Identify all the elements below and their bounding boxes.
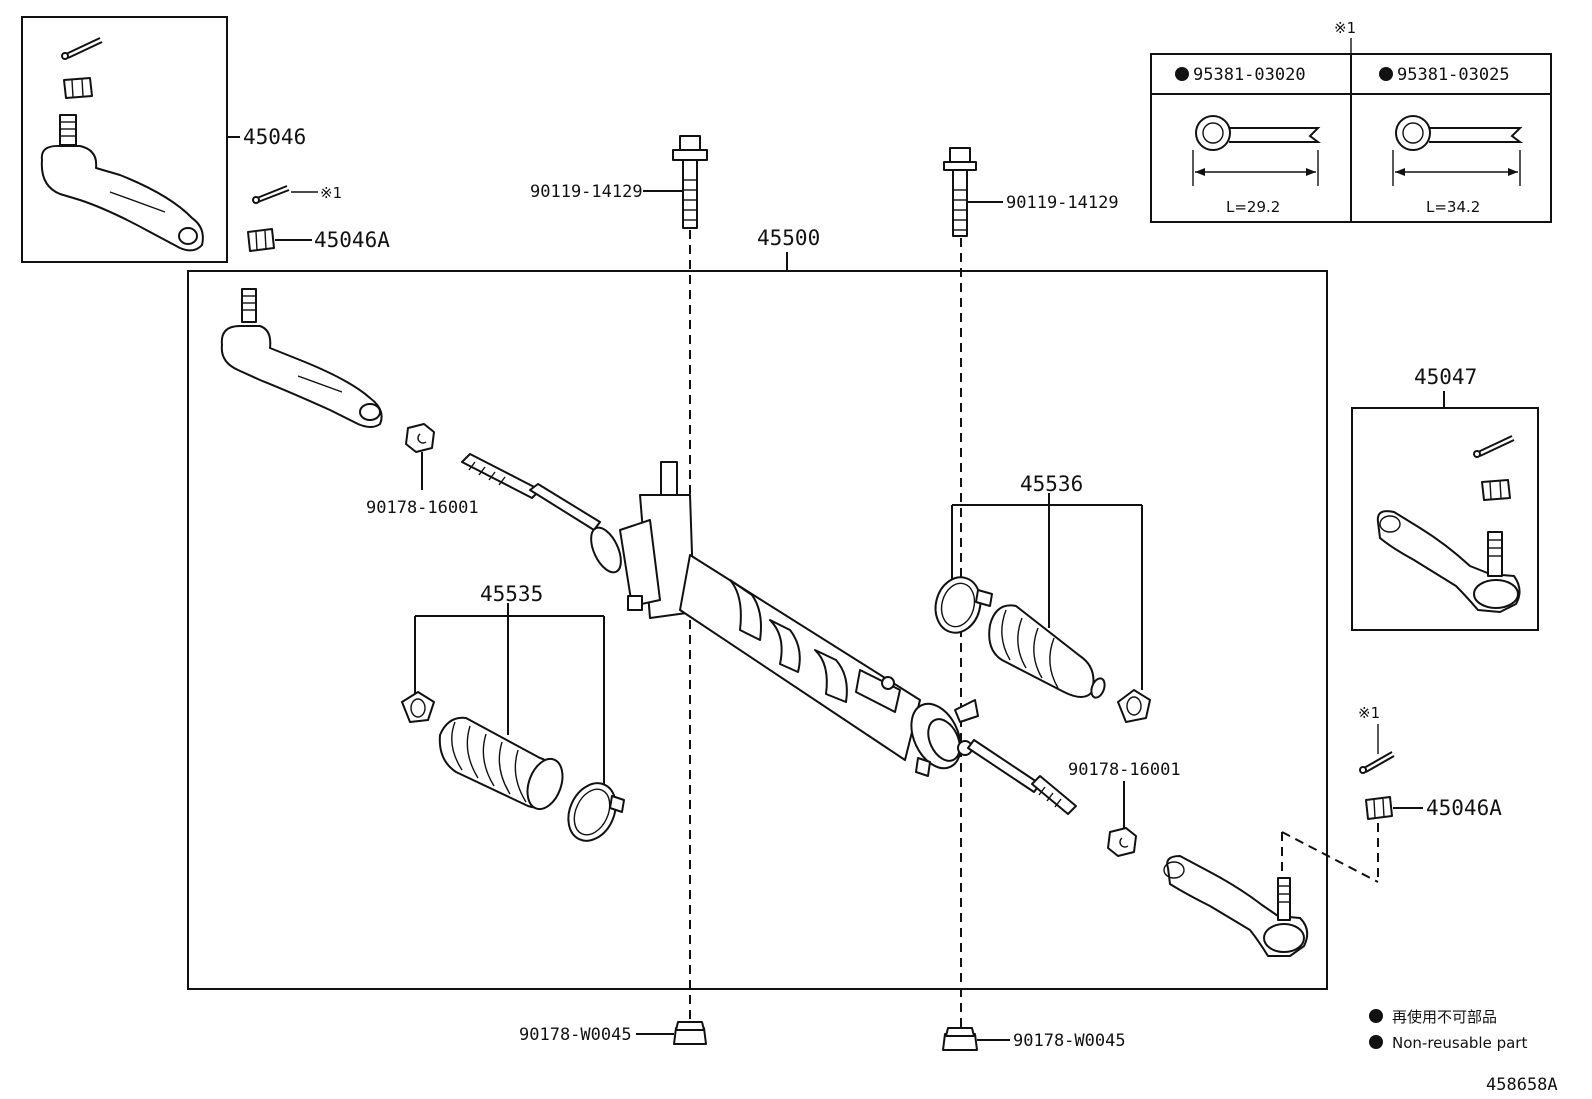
inset-tie-rod-end-rh — [1351, 407, 1539, 631]
label-mount-nut-right: 90178-W0045 — [1013, 1031, 1126, 1051]
label-mount-nut-left: 90178-W0045 — [519, 1025, 632, 1045]
legend-en: Non-reusable part — [1392, 1034, 1527, 1052]
tie-rod-end-icon — [40, 114, 204, 252]
label-45047: 45047 — [1414, 365, 1477, 389]
hex-nut-right-icon — [1107, 827, 1137, 857]
table-mark: ※1 — [1334, 19, 1356, 37]
table-part-1: 95381-03020 — [1193, 65, 1306, 85]
bolt-left-icon — [672, 135, 708, 229]
label-45536: 45536 — [1020, 472, 1083, 496]
cotter-pin-rh-icon — [1473, 435, 1515, 458]
label-nut-right: 90178-16001 — [1068, 760, 1181, 780]
label-bolt-left: 90119-14129 — [530, 182, 643, 202]
inner-tie-rod-right-icon — [967, 739, 1077, 815]
cotter-pin-upper — [252, 185, 318, 204]
label-45046A-lower: 45046A — [1426, 796, 1502, 820]
legend-jp: 再使用不可部品 — [1392, 1008, 1497, 1026]
tie-rod-end-left-icon — [220, 288, 383, 428]
hex-nut-left-icon — [405, 423, 435, 453]
cotter-table: 95381-03020 95381-03025 L=29.2 L=34.2 — [1150, 53, 1552, 223]
inner-tie-rod-left-icon — [461, 453, 601, 531]
label-45046A-upper: 45046A — [314, 228, 390, 252]
cotter-pin-29-icon — [1192, 115, 1321, 186]
label-45535: 45535 — [480, 582, 543, 606]
flange-nut-right-icon — [942, 1027, 978, 1051]
label-bolt-right: 90119-14129 — [1006, 193, 1119, 213]
castle-nut-rh-icon — [1481, 479, 1511, 501]
diagram-code: 458658A — [1486, 1075, 1558, 1095]
rack-housing-icon — [590, 461, 979, 777]
tie-rod-end-right-icon — [1163, 855, 1309, 957]
non-reusable-dot-icon — [1175, 67, 1189, 81]
non-reusable-dot-icon — [1379, 67, 1393, 81]
inset-tie-rod-end-lh — [21, 16, 240, 263]
mark-cotter-upper: ※1 — [320, 184, 342, 202]
boot-right-group — [934, 493, 1151, 723]
table-length-1: L=29.2 — [1226, 198, 1280, 216]
bolt-right-icon — [943, 147, 977, 237]
non-reusable-dot-icon — [1369, 1009, 1383, 1023]
rack-assembly-box — [187, 270, 1328, 990]
label-45046: 45046 — [243, 125, 306, 149]
legend: 再使用不可部品 Non-reusable part — [1369, 1008, 1527, 1052]
tie-rod-end-rh-icon — [1376, 510, 1521, 613]
boot-left-group — [401, 603, 625, 842]
label-45500: 45500 — [757, 226, 820, 250]
flange-nut-left-icon — [673, 1021, 707, 1045]
non-reusable-dot-icon — [1369, 1035, 1383, 1049]
cotter-pin-34-icon — [1392, 115, 1523, 186]
table-length-2: L=34.2 — [1426, 198, 1480, 216]
castle-nut-lower-icon — [1365, 796, 1393, 820]
mark-cotter-lower: ※1 — [1358, 704, 1380, 722]
label-nut-left: 90178-16001 — [366, 498, 479, 518]
cotter-pin-lower-icon — [1359, 751, 1395, 774]
castle-nut-upper-icon — [247, 228, 312, 252]
table-part-2: 95381-03025 — [1397, 65, 1510, 85]
cotter-pin-icon — [61, 37, 103, 60]
castle-nut-icon — [63, 77, 93, 99]
